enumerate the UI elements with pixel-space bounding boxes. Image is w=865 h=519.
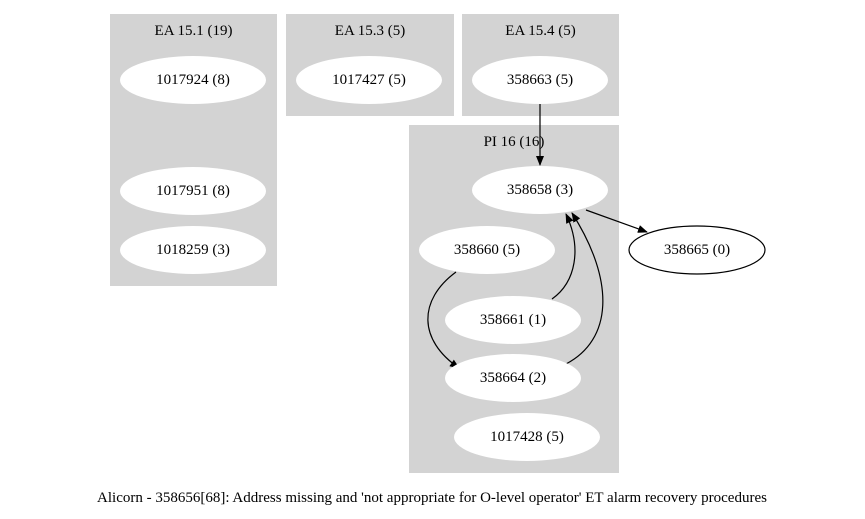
cluster-title: EA 15.4 (5) <box>505 23 575 39</box>
node-ellipse <box>419 226 555 274</box>
edge-n358664-to-n358658 <box>565 212 604 365</box>
node-ellipse <box>454 413 600 461</box>
node-label: 358665 (0) <box>664 242 730 258</box>
node-n358660[interactable]: 358660 (5) <box>419 226 555 274</box>
cluster-title: EA 15.1 (19) <box>155 23 233 39</box>
node-ellipse <box>445 296 581 344</box>
node-n358664[interactable]: 358664 (2) <box>445 354 581 402</box>
node-ellipse <box>472 166 608 214</box>
node-n1017428[interactable]: 1017428 (5) <box>454 413 600 461</box>
node-label: 358661 (1) <box>480 312 546 328</box>
node-ellipse <box>296 56 442 104</box>
graph-caption: Alicorn - 358656[68]: Address missing an… <box>97 490 767 506</box>
node-n1018259[interactable]: 1018259 (3) <box>120 226 266 274</box>
node-label: 1017428 (5) <box>490 429 564 445</box>
node-ellipse <box>628 225 766 275</box>
node-label: 1018259 (3) <box>156 242 230 258</box>
node-n358665[interactable]: 358665 (0) <box>628 225 766 275</box>
node-n1017924[interactable]: 1017924 (8) <box>120 56 266 104</box>
node-ellipse <box>120 56 266 104</box>
node-n358661[interactable]: 358661 (1) <box>445 296 581 344</box>
node-ellipse <box>472 56 608 104</box>
node-label: 358663 (5) <box>507 72 573 88</box>
cluster-title: EA 15.3 (5) <box>335 23 405 39</box>
node-label: 358664 (2) <box>480 370 546 386</box>
node-n358658[interactable]: 358658 (3) <box>472 166 608 214</box>
node-n1017427[interactable]: 1017427 (5) <box>296 56 442 104</box>
node-ellipse <box>120 167 266 215</box>
node-label: 1017924 (8) <box>156 72 230 88</box>
cluster-title: PI 16 (16) <box>484 134 545 150</box>
edge-n358661-to-n358658 <box>551 213 576 300</box>
node-ellipse <box>120 226 266 274</box>
node-ellipse <box>445 354 581 402</box>
node-label: 358660 (5) <box>454 242 520 258</box>
node-n1017951[interactable]: 1017951 (8) <box>120 167 266 215</box>
node-n358663[interactable]: 358663 (5) <box>472 56 608 104</box>
node-label: 1017427 (5) <box>332 72 406 88</box>
edge-n358658-to-n358665 <box>585 209 648 233</box>
node-label: 358658 (3) <box>507 182 573 198</box>
edge-n358660-to-n358664 <box>427 271 460 369</box>
node-label: 1017951 (8) <box>156 183 230 199</box>
